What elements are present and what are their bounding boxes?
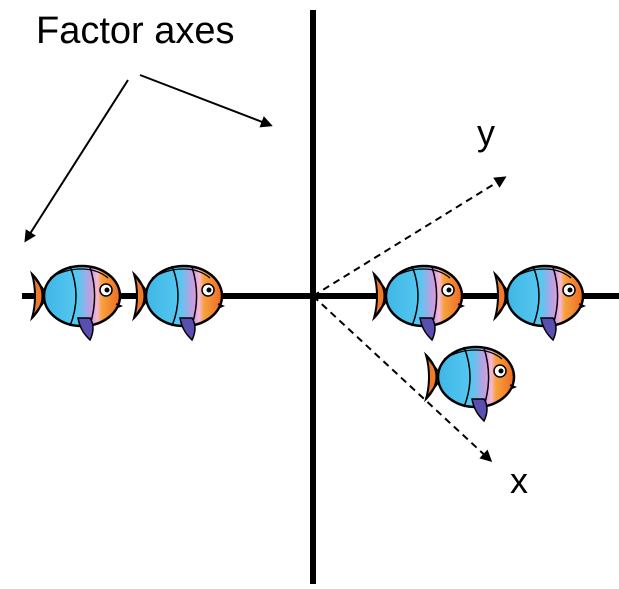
y-axis-label: y [477, 112, 495, 153]
tropical-fish-icon [30, 264, 123, 342]
diagram-title: Factor axes [36, 10, 235, 52]
pointer-arrow-left [24, 79, 129, 243]
tropical-fish-icon [493, 264, 586, 342]
y-axis-dashed [312, 176, 507, 297]
tropical-fish-icon [424, 345, 517, 423]
x-axis-label: x [510, 460, 528, 501]
tropical-fish-icon [132, 264, 225, 342]
x-axis-dashed [312, 295, 493, 463]
pointer-arrow-right [139, 74, 273, 128]
tropical-fish-icon [372, 264, 465, 342]
